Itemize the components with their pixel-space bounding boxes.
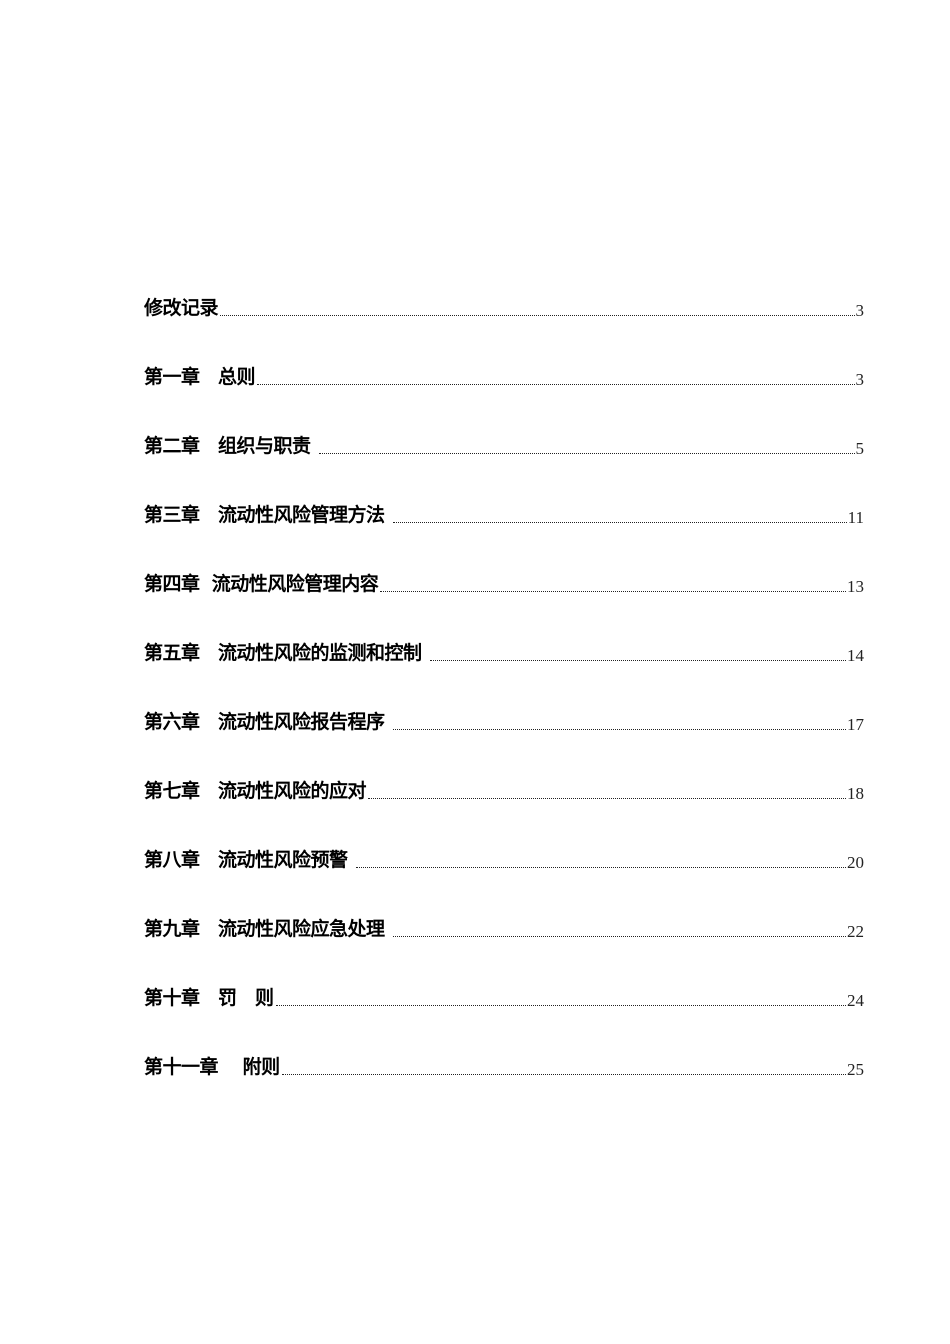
- dot-leader: [429, 636, 847, 670]
- toc-entry-label: 第二章 组织与职责: [144, 435, 317, 457]
- toc-entry-page-number: 3: [855, 370, 865, 389]
- toc-entry-revision-record[interactable]: 修改记录 3: [144, 291, 864, 360]
- dot-leader: [380, 567, 846, 601]
- toc-entry-label: 第十章 罚 则: [144, 987, 274, 1009]
- toc-entry-label: 第四章 流动性风险管理内容: [144, 573, 379, 595]
- toc-entry-page-number: 11: [847, 508, 864, 527]
- toc-entry-page-number: 20: [847, 853, 864, 872]
- dot-leader: [368, 774, 846, 808]
- toc-entry-page-number: 18: [847, 784, 864, 803]
- toc-entry-label: 第三章 流动性风险管理方法: [144, 504, 391, 526]
- toc-entry-chapter-11[interactable]: 第十一章 附则 25: [144, 1050, 864, 1119]
- toc-entry-chapter-3[interactable]: 第三章 流动性风险管理方法 11: [144, 498, 864, 567]
- toc-entry-page-number: 14: [847, 646, 864, 665]
- toc-entry-chapter-9[interactable]: 第九章 流动性风险应急处理 22: [144, 912, 864, 981]
- toc-entry-chapter-7[interactable]: 第七章 流动性风险的应对 18: [144, 774, 864, 843]
- toc-entry-label: 修改记录: [144, 297, 219, 319]
- toc-entry-label: 第一章 总则: [144, 366, 256, 388]
- toc-entry-label: 第六章 流动性风险报告程序: [144, 711, 391, 733]
- toc-entry-chapter-1[interactable]: 第一章 总则 3: [144, 360, 864, 429]
- dot-leader: [281, 1050, 847, 1084]
- toc-entry-label: 第九章 流动性风险应急处理: [144, 918, 391, 940]
- toc-entry-label: 第十一章 附则: [144, 1056, 280, 1078]
- dot-leader: [275, 981, 847, 1015]
- dot-leader: [392, 705, 847, 739]
- toc-entry-chapter-6[interactable]: 第六章 流动性风险报告程序 17: [144, 705, 864, 774]
- toc-entry-label: 第八章 流动性风险预警: [144, 849, 354, 871]
- toc-entry-page-number: 5: [855, 439, 865, 458]
- toc-entry-chapter-10[interactable]: 第十章 罚 则 24: [144, 981, 864, 1050]
- toc-entry-chapter-2[interactable]: 第二章 组织与职责 5: [144, 429, 864, 498]
- table-of-contents: 修改记录 3 第一章 总则 3 第二章 组织与职责 5 第三章 流动性风险管理方…: [144, 291, 864, 1119]
- toc-entry-label: 第五章 流动性风险的监测和控制: [144, 642, 428, 664]
- toc-entry-chapter-5[interactable]: 第五章 流动性风险的监测和控制 14: [144, 636, 864, 705]
- dot-leader: [220, 291, 855, 325]
- toc-entry-chapter-4[interactable]: 第四章 流动性风险管理内容 13: [144, 567, 864, 636]
- toc-entry-chapter-8[interactable]: 第八章 流动性风险预警 20: [144, 843, 864, 912]
- toc-entry-page-number: 22: [847, 922, 864, 941]
- toc-entry-page-number: 13: [847, 577, 864, 596]
- toc-entry-page-number: 3: [855, 301, 865, 320]
- toc-entry-page-number: 17: [847, 715, 864, 734]
- toc-entry-page-number: 25: [847, 1060, 864, 1079]
- toc-entry-page-number: 24: [847, 991, 864, 1010]
- dot-leader: [318, 429, 855, 463]
- dot-leader: [392, 912, 847, 946]
- toc-entry-label: 第七章 流动性风险的应对: [144, 780, 367, 802]
- dot-leader: [257, 360, 855, 394]
- dot-leader: [392, 498, 847, 532]
- dot-leader: [355, 843, 847, 877]
